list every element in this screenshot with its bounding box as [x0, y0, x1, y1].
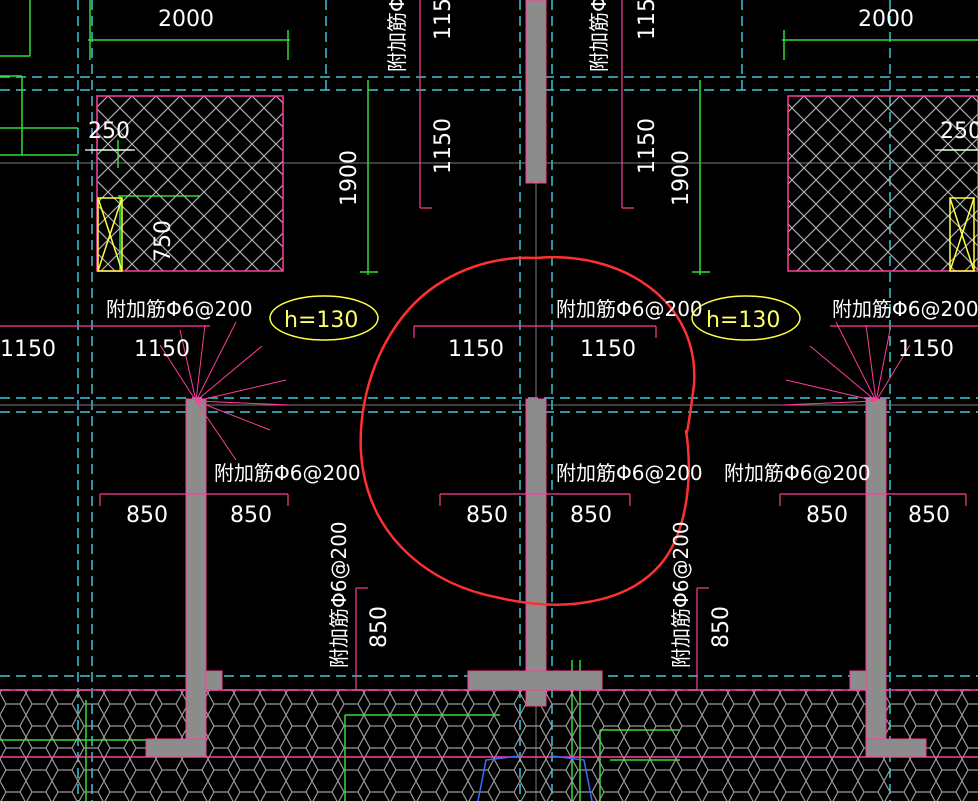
slab-tag-left: [269, 295, 379, 341]
dim-850-e: 850: [806, 503, 848, 528]
dim-1150-c: 1150: [448, 337, 504, 362]
rebar-note-mid-right: 附加筋Φ6@200: [724, 461, 871, 485]
dim-850-a: 850: [126, 503, 168, 528]
dim-850-vert-right: 850: [709, 606, 734, 648]
rebar-note-vert-bottom-left: 附加筋Φ6@200: [327, 521, 351, 668]
dim-1150-vert-right-top: 1150: [635, 0, 660, 40]
dim-1150-vert-left-top: 1150: [431, 0, 456, 40]
rebar-note-vert-top-left: 附加筋Φ6@200: [385, 0, 409, 72]
dim-850-b: 850: [230, 503, 272, 528]
column-markers: [97, 197, 975, 272]
rebar-note-vert-top-right: 附加筋Φ6@200: [587, 0, 611, 72]
rebar-fan-right: [781, 321, 911, 406]
dim-850-vert-left: 850: [367, 606, 392, 648]
dim-1150-d: 1150: [580, 337, 636, 362]
dim-1150-vert-left-mid: 1150: [431, 118, 456, 174]
dim-250-left: 250: [88, 119, 130, 144]
rebar-note-vert-bottom-right: 附加筋Φ6@200: [669, 521, 693, 668]
rebar-note-center: 附加筋Φ6@200: [556, 297, 703, 321]
rebar-note-right: 附加筋Φ6@200: [832, 297, 978, 321]
dim-1150-vert-right-mid: 1150: [635, 118, 660, 174]
review-circle: [359, 255, 696, 606]
dim-1900-left: 1900: [337, 150, 362, 206]
dimension-lines: [0, 0, 978, 690]
dim-1150-b: 1150: [134, 337, 190, 362]
rebar-note-left: 附加筋Φ6@200: [106, 297, 253, 321]
hatch-zone-right: [787, 95, 978, 272]
rebar-note-mid-center: 附加筋Φ6@200: [556, 461, 703, 485]
dim-250-right: 250: [940, 119, 978, 144]
dim-850-d: 850: [570, 503, 612, 528]
rebar-fan-left: [159, 321, 291, 461]
dim-1150-a: 1150: [0, 337, 56, 362]
dim-2000-left: 2000: [158, 7, 214, 32]
slab-height-right: h=130: [706, 308, 780, 333]
dim-750: 750: [151, 220, 176, 262]
dim-1150-e: 1150: [898, 337, 954, 362]
rebar-note-mid-left: 附加筋Φ6@200: [214, 461, 361, 485]
slab-height-left: h=130: [284, 308, 358, 333]
slab-tag-right: [691, 295, 801, 341]
dim-850-f: 850: [908, 503, 950, 528]
dim-850-c: 850: [466, 503, 508, 528]
hatch-zone-left: [96, 95, 284, 272]
blue-details: [477, 755, 593, 801]
dim-2000-right: 2000: [858, 7, 914, 32]
dim-1900-right: 1900: [669, 150, 694, 206]
